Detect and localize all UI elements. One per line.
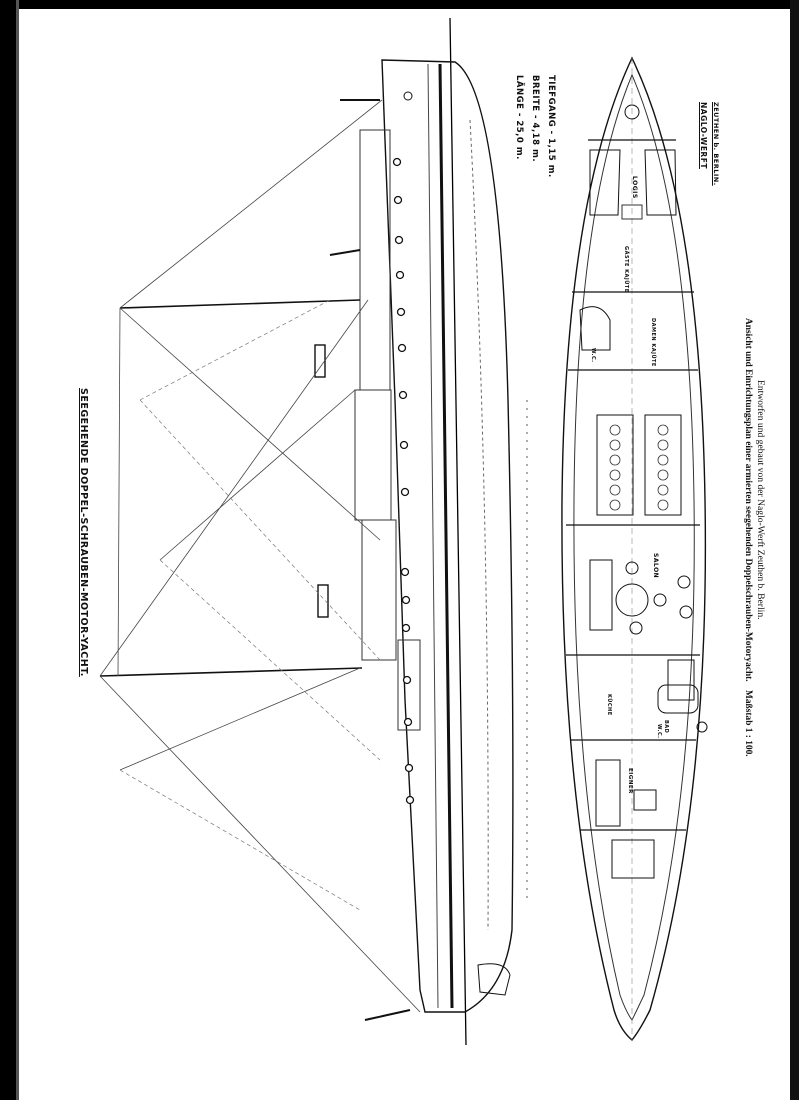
caption-line-2: Entworfen und gebaut von der Naglo-Werft… [755, 380, 766, 620]
basin [696, 721, 708, 733]
aft-stair [579, 306, 611, 351]
bridge [397, 639, 421, 731]
deckhouse-fwd [361, 519, 397, 661]
room-label-kitchen: KÜCHE [606, 694, 612, 716]
room-label-logis: LOGIS [631, 176, 638, 199]
room-label-bath-wc: W.C. [656, 724, 662, 739]
dimension-length: LÄNGE - 25,0 m. [514, 75, 524, 160]
shipyard-name: NAGLO-WERFT [699, 102, 708, 169]
rigging [99, 99, 421, 1013]
caption-line-1: Ansicht und Einrichtungsplan einer armie… [743, 318, 753, 757]
plan-title: SEEGEHENDE DOPPEL-SCHRAUBEN-MOTOR-YACHT. [78, 388, 89, 677]
mast-fwd [99, 667, 363, 677]
bathtub [657, 684, 699, 714]
bulkheads [566, 139, 700, 831]
dimension-draught: TIEFGANG - 1,15 m. [546, 75, 556, 178]
mast-aft [119, 299, 361, 309]
shipyard-location: ZEUTHEN b. BERLIN. [712, 102, 720, 186]
bow-hatch [624, 104, 640, 120]
fwd-stair [667, 659, 695, 701]
owner-berth [595, 759, 621, 827]
owner-table [633, 789, 657, 811]
room-label-ladies-cabin: DAMEN KAJÜTE [650, 318, 656, 367]
engines [596, 414, 682, 516]
side-elevation [99, 17, 528, 1046]
portholes [392, 157, 415, 805]
deck-plan [561, 56, 708, 1041]
room-label-wc: W.C. [590, 348, 596, 363]
rigging-dashed [119, 299, 381, 911]
hull-inner-line [438, 63, 454, 1009]
room-label-owner: EIGNER [627, 768, 633, 794]
scan-border-top [0, 0, 799, 9]
salon-sofa [589, 559, 613, 631]
room-label-bath: BAD [663, 720, 669, 734]
room-label-guest-cabin: GÄSTE KAJÜTE [623, 246, 629, 293]
funnel-fwd [317, 584, 329, 618]
room-label-salon: SALON [652, 553, 659, 579]
dimension-beam: BREITE - 4,18 m. [530, 75, 540, 163]
rudder [477, 963, 511, 996]
caption-title: Ansicht und Einrichtungsplan einer armie… [743, 318, 753, 682]
salon-table [615, 583, 649, 617]
scan-border-right [790, 0, 799, 1100]
hull-outline [381, 59, 514, 1013]
logis-table [621, 204, 643, 220]
caption-scale: Maßstab 1 : 100. [743, 689, 753, 757]
logis-bunks [589, 149, 677, 216]
scan-border-left-inner [16, 0, 19, 1100]
salon-chairs [625, 561, 693, 635]
stern-hatch [611, 839, 655, 879]
hull-inner-line-2 [427, 63, 439, 1009]
deckhouse-mid [354, 389, 392, 521]
hull-plating [469, 119, 489, 931]
waterline [449, 17, 467, 1046]
scan-border-left [0, 0, 16, 1100]
deck-fittings [329, 91, 413, 1021]
